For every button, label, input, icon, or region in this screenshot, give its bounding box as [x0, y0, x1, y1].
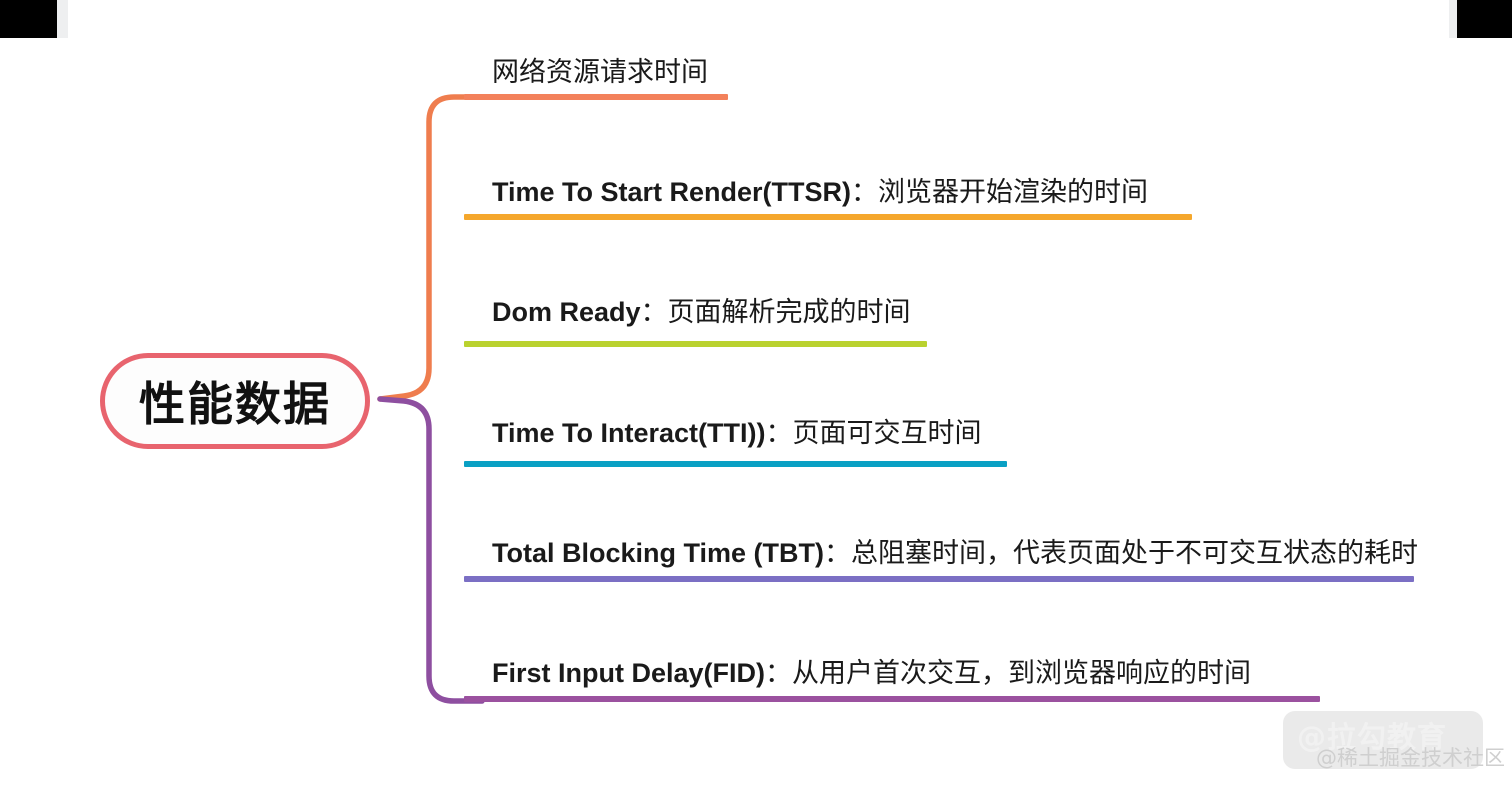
branch-label-dom-ready: Dom Ready：页面解析完成的时间 — [492, 290, 911, 329]
branch-label-en-3: Time To Interact(TTI)) — [492, 418, 766, 448]
branch-label-en-2: Dom Ready — [492, 297, 641, 327]
watermark-secondary-label: @稀土掘金技术社区 — [1316, 746, 1505, 770]
branch-label-cn-2: ：页面解析完成的时间 — [640, 297, 911, 328]
branch-rule-fid — [464, 696, 1320, 702]
branch-rule-tti — [464, 461, 1007, 467]
branch-label-network-resource-time: 网络资源请求时间 — [492, 50, 708, 89]
watermark-primary-label: @拉勾教育 — [1297, 720, 1448, 754]
branch-label-en-4: Total Blocking Time (TBT) — [492, 538, 825, 568]
letterbox-gutter-left — [57, 0, 68, 38]
branch-label-cn-4: ：总阻塞时间，代表页面处于不可交互状态的耗时 — [824, 538, 1419, 569]
branch-label-fid: First Input Delay(FID)：从用户首次交互，到浏览器响应的时间 — [492, 651, 1251, 690]
branch-label-cn-3: ：页面可交互时间 — [765, 418, 982, 449]
connector-lower-brace — [377, 396, 485, 704]
branch-rule-tbt — [464, 576, 1414, 582]
branch-rule-network-resource-time — [464, 94, 728, 100]
branch-label-tti: Time To Interact(TTI))：页面可交互时间 — [492, 411, 982, 450]
connector-upper-brace — [377, 94, 485, 402]
branch-label-en-5: First Input Delay(FID) — [492, 658, 766, 688]
branch-label-tbt: Total Blocking Time (TBT)：总阻塞时间，代表页面处于不可… — [492, 531, 1418, 570]
branch-label-en-1: Time To Start Render(TTSR) — [492, 177, 852, 207]
branch-rule-dom-ready — [464, 341, 927, 347]
letterbox-bar-right — [1457, 0, 1512, 38]
watermark-plate — [1283, 711, 1483, 769]
branch-label-cn-1: ：浏览器开始渲染的时间 — [851, 177, 1149, 208]
root-node-label: 性能数据 — [139, 377, 331, 431]
branch-label-cn-0: 网络资源请求时间 — [492, 57, 708, 88]
branch-rule-ttsr — [464, 214, 1192, 220]
branch-label-ttsr: Time To Start Render(TTSR)：浏览器开始渲染的时间 — [492, 170, 1148, 209]
letterbox-gutter-right — [1449, 0, 1457, 38]
branch-label-cn-5: ：从用户首次交互，到浏览器响应的时间 — [765, 658, 1252, 689]
root-node[interactable]: 性能数据 — [100, 353, 370, 449]
letterbox-bar-left — [0, 0, 57, 38]
